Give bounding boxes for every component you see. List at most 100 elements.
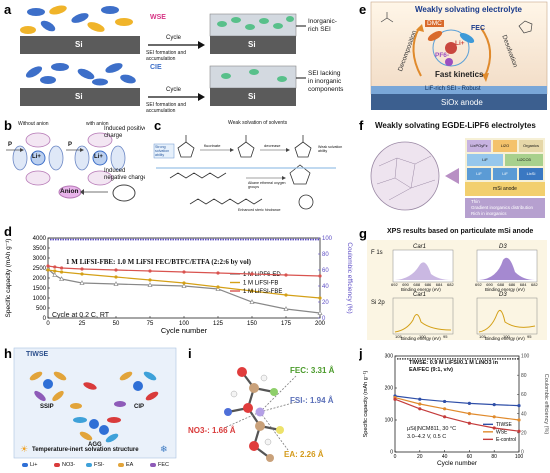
g-xlabel-top-left: Binding energy (eV) — [401, 287, 441, 292]
panel-c: c Weak solvation of solvents Strong solv… — [150, 118, 345, 218]
y2-axis-label: Coulombic efficiency (%) — [346, 242, 353, 313]
data-point — [250, 272, 254, 276]
x-tick-label: 80 — [491, 454, 497, 460]
si-label-top-left: Si — [75, 40, 83, 49]
data-point — [418, 402, 422, 406]
data-point — [53, 265, 57, 269]
data-point — [114, 275, 118, 279]
f-layer: LixPOyFz — [467, 140, 491, 152]
c-alkane: Alkane ethereal oxygen groups — [248, 181, 286, 189]
e-title: Weakly solvating electrolyte — [415, 5, 523, 14]
g-f-tick: 690 — [486, 282, 493, 287]
panel-label: c — [154, 118, 162, 133]
legend-swatch — [150, 462, 156, 467]
result-inorganic-rich: Inorganic-rich SEI — [308, 18, 337, 33]
wse-label: WSE — [150, 14, 166, 21]
e-pf6: PF6- — [435, 52, 450, 59]
b-without-anion: Without anion — [18, 121, 49, 127]
g-si2p: Si 2p — [371, 300, 385, 306]
cycle-label-top: Cycle — [166, 35, 182, 41]
data-point — [418, 397, 422, 401]
legend-entry: FSI- — [86, 462, 104, 468]
data-point — [467, 421, 471, 425]
data-point — [46, 264, 50, 268]
x-tick-label: 175 — [281, 321, 292, 327]
y2-tick-label: 0 — [322, 316, 326, 322]
panel-f: f Weakly solvating EGDE-LiPF6 electrolyt… — [359, 118, 550, 220]
h-title: TIWSE — [26, 351, 49, 358]
y2-tick-label: 100 — [521, 354, 530, 360]
f-anode: mSi anode — [465, 182, 545, 196]
g-si-tick: 105 — [479, 334, 486, 339]
d-cycle-note: Cycle at 0.2 C, RT — [52, 312, 110, 319]
si-label-top-right: Si — [248, 40, 256, 49]
legend-entry: 1 M LiFSI-FBE — [243, 289, 282, 295]
x-tick-label: 0 — [394, 454, 397, 460]
data-point — [517, 418, 521, 422]
panel-label: j — [359, 346, 363, 361]
y-axis-label: Specific capacity (mAh g⁻¹) — [5, 239, 12, 318]
data-point — [443, 407, 447, 411]
data-point — [284, 273, 288, 277]
panel-h-illustration: ☀ ❄ — [13, 347, 177, 459]
panel-c-illustration — [153, 135, 336, 210]
g-si-tick: 100 — [419, 334, 426, 339]
series-line — [394, 398, 520, 432]
data-point — [492, 403, 496, 407]
legend-entry: WSE — [496, 430, 508, 436]
legend-entry: E-control — [496, 437, 516, 443]
data-point — [59, 276, 65, 281]
y-tick-label: 1000 — [33, 296, 47, 302]
legend-entry: NO3- — [54, 462, 75, 468]
legend-swatch — [86, 462, 92, 467]
y-tick-label: 100 — [385, 418, 394, 424]
x-tick-label: 40 — [442, 454, 448, 460]
b-p-vector-left: P — [8, 142, 13, 148]
legend-swatch — [118, 462, 124, 467]
d-formula: 1 M LiFSI-FBE: 1.0 M LiFSI FEC/BTFC/ETFA… — [66, 258, 251, 266]
panel-e: e Weakly solvating electrolyte DMC FEC L… — [359, 0, 550, 112]
data-point — [215, 286, 221, 291]
si-label-bottom-right: Si — [248, 92, 256, 101]
g-title: XPS results based on particulate mSi ano… — [387, 228, 534, 235]
si-label-bottom-left: Si — [75, 92, 83, 101]
panel-a-illustration — [20, 5, 306, 106]
f-layer-stack: LixPOyFz Li2O Organics LiF Li2CO3 LiF Li… — [465, 138, 545, 196]
data-point — [80, 267, 84, 271]
y-tick-label: 3500 — [33, 246, 47, 252]
legend-label: Li+ — [30, 462, 38, 468]
data-point — [114, 268, 118, 272]
y2-tick-label: 80 — [521, 373, 527, 379]
g-f-tick: 684 — [435, 282, 443, 287]
c-title: Weak solvation of solvents — [228, 120, 288, 126]
g-si-tick: 100 — [503, 334, 510, 339]
data-point — [181, 283, 187, 288]
data-point — [60, 270, 64, 274]
b-li-left: Li+ — [32, 154, 41, 160]
g-si-tick: 95 — [527, 334, 532, 339]
y-tick-label: 500 — [36, 306, 47, 312]
data-point — [249, 299, 255, 304]
b-p-vector-right: P — [68, 142, 73, 148]
e-dmc: DMC — [425, 20, 444, 27]
panel-i-molecule — [223, 367, 297, 462]
sei-caption-top: SEI formation and accumulation — [146, 50, 187, 62]
panel-e-illustration — [370, 1, 548, 110]
c-strong: Strong solvation ability — [155, 145, 170, 157]
x-tick-label: 150 — [247, 321, 258, 327]
g-si-tick: 105 — [395, 334, 402, 339]
data-point — [318, 296, 322, 300]
g-f-tick: 682 — [531, 282, 538, 287]
y2-tick-label: 20 — [322, 300, 329, 306]
g-xlabel-bottom-left: Binding energy (eV) — [401, 336, 441, 341]
data-point — [60, 266, 64, 270]
data-point — [52, 272, 58, 277]
x-tick-label: 100 — [515, 454, 524, 460]
i-fsi: FSI-: 1.94 Å — [290, 396, 334, 405]
y2-tick-label: 100 — [322, 236, 333, 242]
y-tick-label: 4000 — [33, 236, 47, 242]
data-point — [492, 415, 496, 419]
